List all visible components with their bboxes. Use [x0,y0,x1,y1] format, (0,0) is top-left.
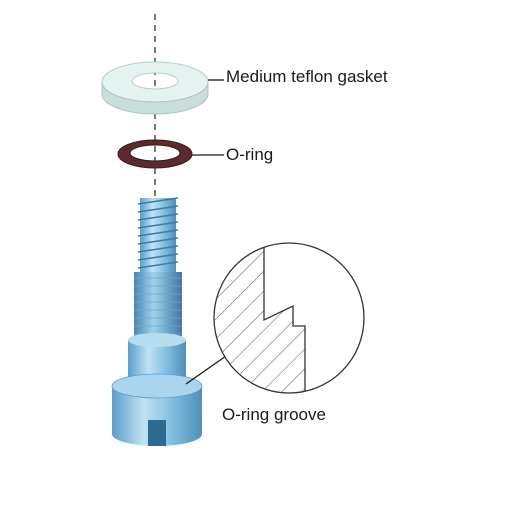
teflon-gasket [101,61,209,115]
threaded-shaft [111,197,203,446]
groove-detail-circle [213,242,365,394]
oring-label: O-ring [226,145,274,164]
o-ring [117,139,193,169]
groove-leader [185,355,227,385]
groove-label: O-ring groove [222,405,326,424]
gasket-label: Medium teflon gasket [226,67,388,86]
